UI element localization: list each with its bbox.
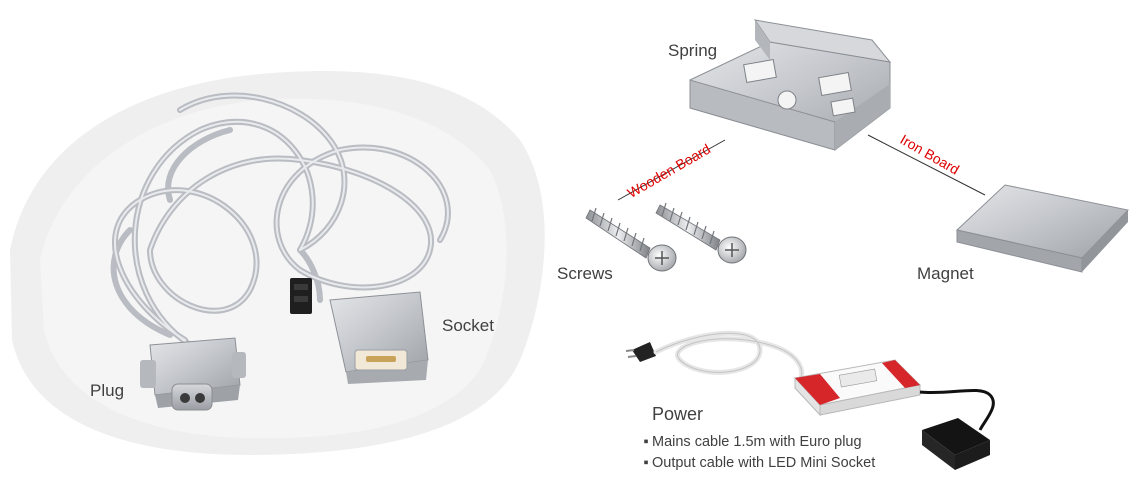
- bullet-icon: ▪: [643, 455, 649, 471]
- power-feature-item: ▪Mains cable 1.5m with Euro plug: [640, 432, 875, 453]
- iron-board-line: [867, 134, 986, 196]
- socket-connector: [290, 278, 429, 384]
- power-feature-list: ▪Mains cable 1.5m with Euro plug ▪Output…: [640, 432, 875, 474]
- bullet-icon: ▪: [643, 434, 649, 450]
- cable-coil: [110, 92, 451, 348]
- spring-label: Spring: [668, 41, 718, 60]
- magnet-plate: [955, 184, 1129, 273]
- socket-label: Socket: [442, 316, 494, 335]
- magnet-label: Magnet: [917, 264, 974, 283]
- power-title: Power: [652, 404, 704, 424]
- power-feature-item: ▪Output cable with LED Mini Socket: [640, 453, 875, 474]
- wooden-board-line: [617, 139, 726, 201]
- screw-2: [655, 202, 747, 264]
- plug-label: Plug: [90, 381, 125, 400]
- spring-clip: [689, 19, 892, 151]
- screw-1: [585, 207, 677, 272]
- power-supply: [625, 330, 995, 470]
- screws-label: Screws: [557, 264, 613, 283]
- plug-connector: [140, 337, 246, 411]
